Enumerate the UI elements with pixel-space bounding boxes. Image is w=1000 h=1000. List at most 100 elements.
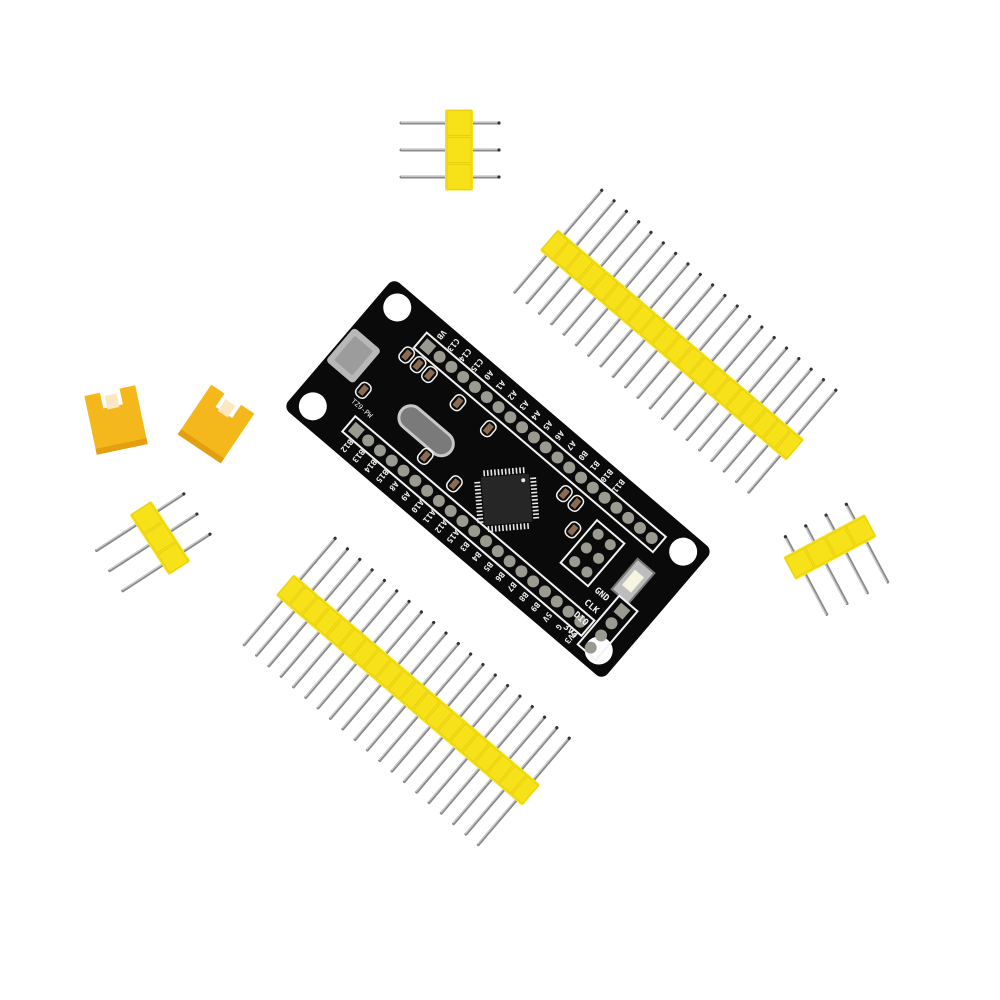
pad (527, 575, 540, 588)
crystal-oscillator (397, 404, 455, 458)
smd-outline (421, 365, 438, 384)
smd-component (482, 422, 494, 435)
smd-outline (555, 484, 573, 503)
smd-component (401, 349, 413, 361)
top-header-row-outline (412, 331, 668, 554)
header-plastic (540, 229, 804, 461)
smd-outline (564, 521, 582, 539)
pad (468, 525, 481, 538)
stm32-board: VBC13C14C15A0A1A2A3A4A5A6A7B0B1B10B11B12… (286, 281, 710, 677)
pad (605, 617, 618, 630)
pad (433, 350, 446, 363)
long-pin-header-top-right (513, 188, 838, 494)
pad (622, 511, 635, 524)
smd-component (570, 497, 582, 510)
pad (456, 514, 469, 527)
pad (604, 539, 616, 551)
pad-square (613, 602, 631, 620)
pad (645, 532, 658, 545)
mounting-hole (669, 537, 698, 566)
pad (598, 491, 611, 504)
pad (562, 605, 575, 618)
bottom-header-row-outline (340, 414, 596, 638)
pin (804, 524, 849, 606)
pin (844, 502, 890, 584)
pad (492, 401, 505, 414)
jumper-contact (104, 393, 120, 410)
smd-component (423, 368, 436, 381)
pin-label: G (554, 622, 564, 632)
pad (595, 629, 608, 642)
pad (569, 556, 581, 568)
pad (574, 615, 587, 628)
pad-square (347, 421, 365, 439)
header-plastic (783, 514, 877, 580)
short-pin-header-3pin-left (95, 492, 212, 593)
smd-outline (416, 447, 434, 466)
pad (563, 461, 576, 474)
chip-package (480, 473, 533, 526)
long-pin-header-bottom-left (242, 536, 571, 847)
pad (480, 535, 493, 548)
pad (516, 421, 529, 434)
pad (538, 585, 551, 598)
pad (409, 474, 422, 487)
pad (503, 555, 516, 568)
pad (385, 454, 398, 467)
pad (421, 484, 434, 497)
smd-component (452, 396, 464, 409)
pad (468, 381, 481, 394)
jumper-body (84, 385, 148, 455)
jumper-cap-right (177, 384, 255, 464)
boot-jumper-block (559, 518, 626, 588)
pad (527, 431, 540, 444)
pad (584, 641, 597, 654)
pad (539, 441, 552, 454)
pad (480, 391, 493, 404)
pad-square (419, 338, 437, 356)
pad (633, 521, 646, 534)
pad (593, 552, 605, 564)
header-plastic (276, 574, 540, 806)
pad (592, 528, 604, 540)
pad (551, 451, 564, 464)
pad (444, 504, 457, 517)
smd-component (558, 487, 570, 500)
pad (580, 542, 592, 554)
smd-component (357, 384, 369, 397)
pad (575, 471, 588, 484)
pad (362, 434, 375, 447)
pad (550, 595, 563, 608)
pin1-marker (521, 478, 526, 483)
mounting-hole (383, 293, 412, 322)
jumper-cap-left (84, 385, 148, 455)
header-plastic (130, 501, 190, 575)
pin (783, 535, 829, 616)
pad (610, 501, 623, 514)
pad (515, 565, 528, 578)
pad (581, 566, 593, 578)
smd-outline (409, 356, 427, 374)
smd-outline (479, 420, 497, 438)
jumper-contact (217, 399, 236, 418)
pad (373, 444, 386, 457)
microcontroller-chip (474, 467, 540, 533)
pad (457, 370, 470, 383)
header-plastic (445, 109, 473, 191)
smd-component (412, 358, 424, 371)
pad (445, 360, 458, 373)
pin (824, 513, 869, 595)
smd-component (567, 524, 579, 536)
smd-outline (354, 381, 372, 399)
pad (432, 494, 445, 507)
smd-component (419, 450, 431, 463)
smd-outline (449, 394, 467, 412)
jumper-body (177, 384, 255, 464)
smd-component (448, 478, 460, 490)
pad (397, 464, 410, 477)
pad (586, 481, 599, 494)
mounting-hole (298, 392, 327, 421)
pad (491, 545, 504, 558)
